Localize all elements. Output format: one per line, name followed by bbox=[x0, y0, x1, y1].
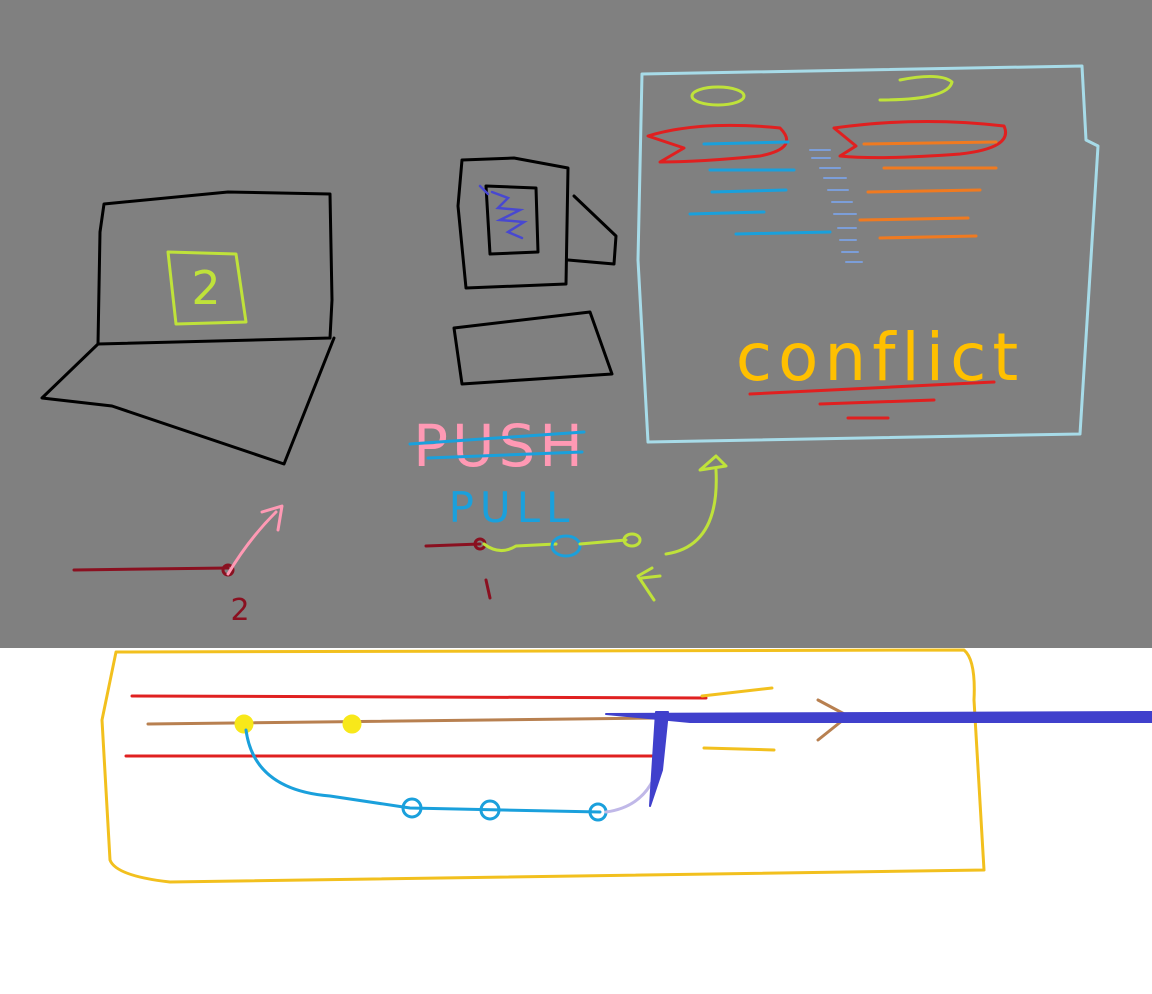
timeline-commit-yellow bbox=[342, 714, 362, 734]
desktop-drawing bbox=[452, 156, 618, 386]
timeline-blue-branch bbox=[244, 728, 602, 814]
desktop-monitor bbox=[456, 156, 570, 290]
timeline-panel bbox=[100, 648, 1152, 884]
conflict-middle-dashes bbox=[809, 149, 863, 263]
desktop-keyboard bbox=[452, 310, 614, 386]
branch-left-label: 2 bbox=[230, 593, 249, 628]
laptop-screen bbox=[96, 190, 334, 346]
conflict-left-red-marker bbox=[646, 123, 789, 164]
conflict-right-header-mark bbox=[878, 75, 954, 102]
conflict-title: conflict bbox=[736, 319, 1025, 396]
conflict-panel bbox=[636, 64, 1100, 444]
conflict-right-red-marker bbox=[832, 119, 1007, 160]
timeline-commit-yellow bbox=[234, 714, 254, 734]
desktop-tower bbox=[566, 194, 618, 266]
conflict-underlines bbox=[748, 380, 996, 420]
branch-middle bbox=[424, 532, 642, 600]
laptop-base bbox=[40, 336, 336, 466]
conflict-right-lines bbox=[858, 140, 998, 240]
lime-arrow bbox=[636, 454, 728, 602]
push-label: PUSH bbox=[413, 412, 587, 480]
conflict-panel-frame bbox=[636, 64, 1100, 444]
pink-arrow bbox=[226, 504, 284, 576]
timeline-yellow-top bbox=[700, 686, 774, 698]
conflict-left-lines bbox=[688, 140, 832, 236]
branch-left bbox=[72, 504, 284, 577]
desktop-monitor-screen bbox=[484, 184, 540, 256]
laptop-screen-label bbox=[166, 250, 248, 326]
bottom-background bbox=[0, 648, 1152, 994]
pull-label: PULL bbox=[449, 483, 576, 532]
timeline-commit-blue bbox=[479, 799, 501, 821]
laptop-screen-label-text: 2 bbox=[191, 261, 220, 315]
timeline-commit-blue bbox=[401, 797, 423, 819]
timeline-yellow-bottom bbox=[702, 746, 776, 752]
laptop-drawing bbox=[40, 190, 336, 466]
timeline-frame bbox=[100, 648, 986, 884]
big-blue-stroke bbox=[605, 711, 1152, 723]
desktop-scribble bbox=[478, 184, 528, 240]
timeline-brown-main bbox=[146, 716, 662, 726]
big-blue-vertical bbox=[649, 711, 669, 807]
push-strikethrough bbox=[408, 430, 586, 460]
conflict-left-header-mark bbox=[690, 85, 746, 107]
timeline-red-top bbox=[130, 694, 708, 700]
